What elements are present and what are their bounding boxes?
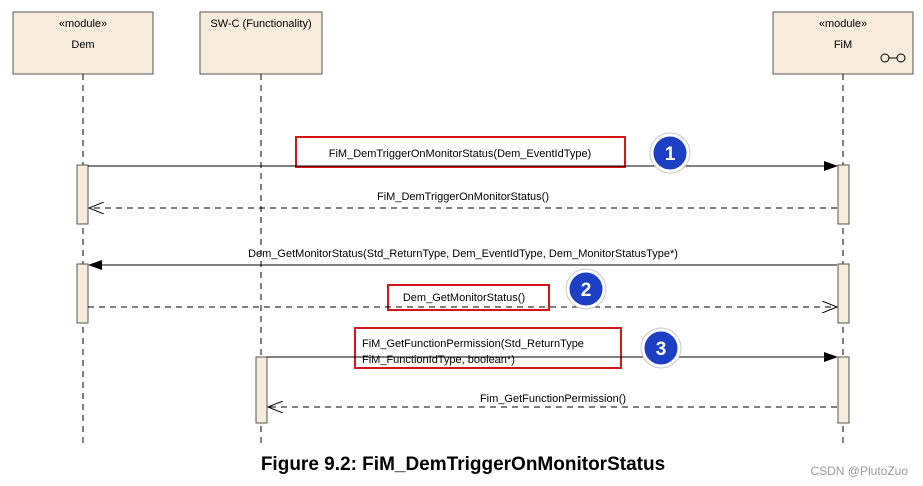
lifeline-fim-name: FiM [834,39,852,51]
lifeline-swc: SW-C (Functionality) [199,11,323,75]
highlight-box-3 [354,327,622,369]
svg-text:1: 1 [665,144,676,165]
message-6-label: Fim_GetFunctionPermission() [480,393,626,405]
lifeline-fim-stereotype: «module» [819,18,867,30]
activation-swc [255,356,268,424]
lifeline-fim: «module» FiM [772,11,914,75]
message-4-label: Dem_GetMonitorStatus() [403,292,525,304]
highlight-box-2 [387,284,550,311]
activation-fim-1 [837,164,850,225]
svg-text:3: 3 [656,339,667,360]
message-5-label-line2: FiM_FunctionIdType, boolean*) [362,354,515,366]
lifeline-dem-box [12,11,154,75]
component-icon [880,53,906,63]
step-badge-3: 3 [640,327,682,369]
lifeline-dem-name: Dem [71,39,94,51]
watermark: CSDN @PlutoZuo [810,464,908,478]
message-3-label: Dem_GetMonitorStatus(Std_ReturnType, Dem… [248,248,678,260]
svg-text:2: 2 [581,280,592,301]
message-1-label: FiM_DemTriggerOnMonitorStatus(Dem_EventI… [329,148,591,160]
lifeline-swc-box [199,11,323,75]
message-5-label-line1: FiM_GetFunctionPermission(Std_ReturnType [362,338,584,350]
lifeline-swc-name: SW-C (Functionality) [210,18,311,30]
activation-dem-1 [76,164,89,225]
lifeline-dem-stereotype: «module» [59,18,107,30]
step-badge-1: 1 [649,132,691,174]
lifeline-fim-box [772,11,914,75]
step-badge-2: 2 [565,268,607,310]
lifeline-dem: «module» Dem [12,11,154,75]
activation-fim-3 [837,356,850,424]
activation-dem-2 [76,263,89,324]
activation-fim-2 [837,263,850,324]
message-2-label: FiM_DemTriggerOnMonitorStatus() [377,191,549,203]
highlight-box-1 [295,136,626,168]
figure-caption: Figure 9.2: FiM_DemTriggerOnMonitorStatu… [261,454,665,475]
